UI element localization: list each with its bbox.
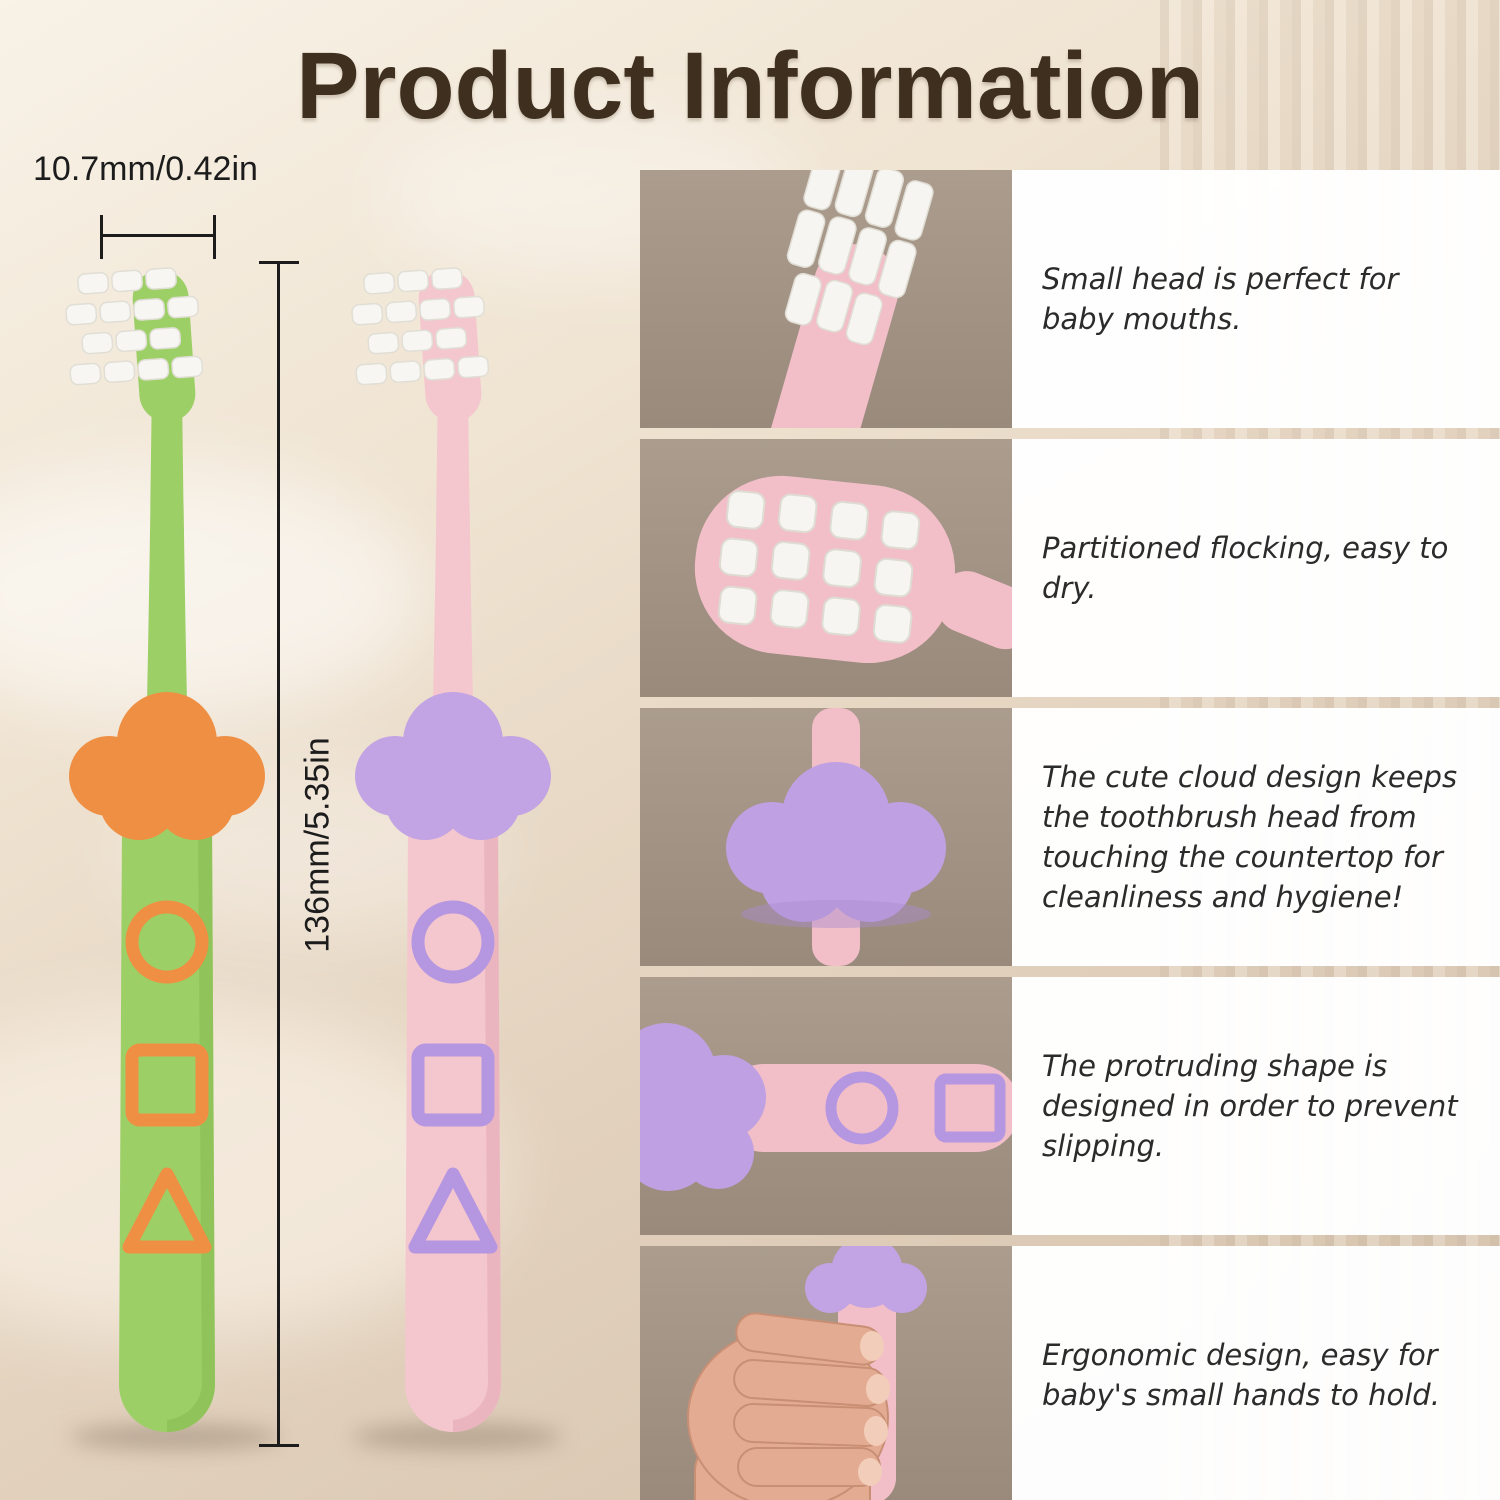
square-shape xyxy=(411,1043,495,1127)
head-width-bracket xyxy=(100,215,216,259)
length-dimension-line xyxy=(277,262,280,1446)
background-cloud xyxy=(0,470,430,720)
feature-text-panel: Ergonomic design, easy for baby's small … xyxy=(1012,1246,1500,1500)
feature-row-flocking: Partitioned flocking, easy to dry. xyxy=(640,439,1500,697)
feature-text-panel: The cute cloud design keeps the toothbru… xyxy=(1012,708,1500,966)
handle-grip-shapes-photo xyxy=(640,977,1012,1235)
feature-text: The protruding shape is designed in orde… xyxy=(1042,1048,1458,1163)
total-length-label: 136mm/5.35in xyxy=(298,737,337,953)
feature-text-panel: Small head is perfect for baby mouths. xyxy=(1012,170,1500,428)
triangle-shape xyxy=(408,1167,498,1254)
feature-list: Small head is perfect for baby mouths. xyxy=(640,170,1500,1500)
feature-row-small-head: Small head is perfect for baby mouths. xyxy=(640,170,1500,428)
square-shape xyxy=(125,1043,209,1127)
brush-head-side-photo xyxy=(640,170,1012,428)
page-title: Product Information xyxy=(296,33,1204,139)
feature-text: Small head is perfect for baby mouths. xyxy=(1042,261,1399,336)
cloud-guard-photo xyxy=(640,708,1012,966)
brush-head-top-photo xyxy=(640,439,1012,697)
triangle-shape xyxy=(122,1167,212,1254)
feature-text: Ergonomic design, easy for baby's small … xyxy=(1042,1337,1440,1412)
hand-holding-photo xyxy=(640,1246,1012,1500)
feature-text-panel: The protruding shape is designed in orde… xyxy=(1012,977,1500,1235)
circle-shape xyxy=(411,900,495,984)
length-dimension-cap-bottom xyxy=(259,1444,299,1447)
feature-text: Partitioned flocking, easy to dry. xyxy=(1042,530,1449,605)
feature-text: The cute cloud design keeps the toothbru… xyxy=(1042,759,1458,915)
green-toothbrush-illustration xyxy=(65,267,265,1432)
pink-toothbrush-illustration xyxy=(351,267,551,1432)
feature-text-panel: Partitioned flocking, easy to dry. xyxy=(1012,439,1500,697)
feature-row-ergonomic: Ergonomic design, easy for baby's small … xyxy=(640,1246,1500,1500)
head-width-label: 10.7mm/0.42in xyxy=(33,150,258,188)
circle-shape xyxy=(125,900,209,984)
feature-row-cloud-design: The cute cloud design keeps the toothbru… xyxy=(640,708,1500,966)
length-dimension-cap-top xyxy=(259,261,299,264)
feature-row-protruding-shape: The protruding shape is designed in orde… xyxy=(640,977,1500,1235)
